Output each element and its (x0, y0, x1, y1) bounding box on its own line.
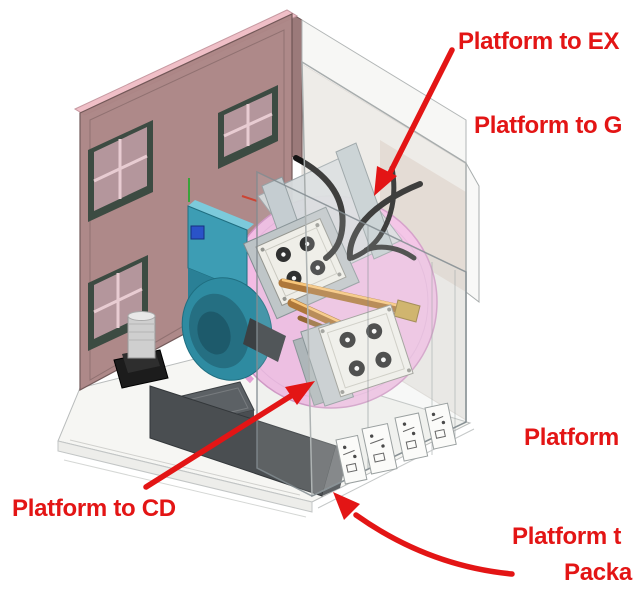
arrow-to-cd-module (143, 381, 315, 490)
optical-module-lower (292, 304, 414, 407)
cable-bundle (293, 155, 423, 261)
rail-end-block (393, 299, 421, 323)
module-apertures (320, 307, 411, 395)
blower-housing (181, 200, 286, 381)
label-panel (394, 412, 429, 462)
duct-top (188, 200, 254, 230)
cable (293, 155, 346, 261)
scroll-core (197, 311, 231, 355)
arrowhead (333, 492, 360, 520)
canister-top (127, 311, 156, 321)
label-platform-to-g: Platform to G (474, 112, 623, 139)
arrow-to-package-bay (333, 492, 515, 577)
wall-side-edge (291, 13, 303, 163)
label-platform-to-cd: Platform to CD (12, 495, 176, 522)
cable (349, 165, 397, 261)
rail-highlight (281, 278, 407, 309)
origin-axis-marker (188, 178, 258, 202)
label-platform-to-package-line1: Platform t (512, 523, 622, 550)
interior-wall-beige (380, 140, 466, 292)
blue-connector (190, 225, 205, 240)
module-inner-line (326, 312, 405, 389)
label-platform-right: Platform (524, 424, 619, 451)
label-panel (424, 402, 457, 450)
cable (346, 181, 423, 261)
label-platform-to-ex: Platform to EX (458, 28, 620, 55)
cable (363, 244, 417, 261)
window-frame-upper-left (88, 120, 153, 222)
floor-line (69, 439, 301, 496)
canister (113, 311, 169, 389)
arrow-to-cables (374, 47, 455, 196)
floor-edge (57, 440, 313, 513)
arrowhead (285, 381, 315, 405)
rail (278, 278, 410, 315)
label-panel (361, 423, 398, 475)
label-platform-to-package-line2: Packa (564, 559, 632, 586)
blower-bracket (243, 318, 286, 362)
window-frame-upper-right (218, 85, 278, 169)
shell-chamfer (465, 161, 480, 304)
floor-line (63, 459, 307, 518)
connector-label-panels (335, 402, 457, 485)
axis-x (241, 195, 258, 202)
arrowhead (374, 166, 397, 196)
canister-body (127, 315, 156, 359)
label-panel (335, 434, 368, 485)
annotation-arrows (143, 47, 515, 577)
